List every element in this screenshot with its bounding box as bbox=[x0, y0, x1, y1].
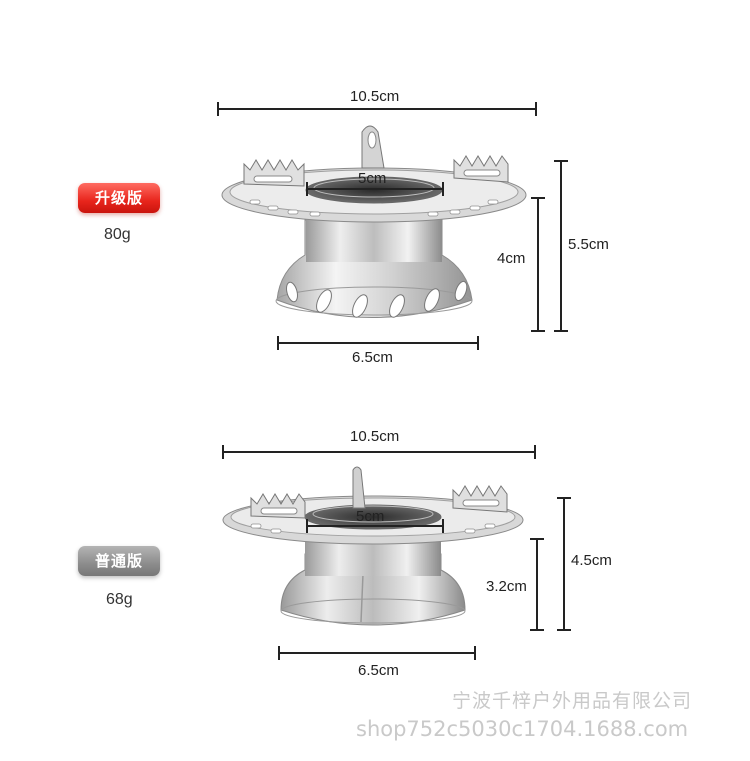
base-height-dimension-line bbox=[530, 538, 544, 631]
standard-version-section: 普通版 68g 10.5cm 4.5cm 3.2cm 6.5cm bbox=[0, 380, 750, 680]
url-watermark: shop752c5030c1704.1688.com bbox=[356, 717, 689, 741]
upgrade-stove-image bbox=[221, 125, 527, 318]
base-width-label: 6.5cm bbox=[358, 662, 399, 679]
inner-diameter-label: 5cm bbox=[356, 508, 385, 525]
upgrade-weight: 80g bbox=[104, 226, 131, 243]
inner-diameter-dimension-line bbox=[306, 519, 444, 533]
base-width-label: 6.5cm bbox=[352, 349, 393, 366]
base-height-dimension-line bbox=[531, 197, 545, 332]
total-height-dimension-line bbox=[554, 160, 568, 332]
upgrade-badge: 升级版 bbox=[78, 183, 160, 213]
total-height-label: 5.5cm bbox=[568, 236, 609, 253]
inner-diameter-dimension-line bbox=[306, 182, 444, 196]
company-watermark: 宁波千梓户外用品有限公司 bbox=[452, 690, 693, 712]
base-height-label: 3.2cm bbox=[486, 578, 527, 595]
top-width-dimension-line bbox=[222, 445, 536, 459]
standard-stove-image bbox=[222, 466, 524, 626]
top-width-label: 10.5cm bbox=[350, 88, 400, 105]
standard-badge: 普通版 bbox=[78, 546, 160, 576]
top-width-dimension-line bbox=[217, 102, 537, 116]
base-height-label: 4cm bbox=[497, 250, 526, 267]
standard-weight: 68g bbox=[106, 591, 133, 608]
top-width-label: 10.5cm bbox=[350, 428, 400, 445]
upgrade-version-section: 升级版 80g 10.5cm 5.5cm 4cm 6.5cm bbox=[0, 0, 750, 380]
base-width-dimension-line bbox=[278, 646, 476, 660]
base-width-dimension-line bbox=[277, 336, 479, 350]
total-height-dimension-line bbox=[557, 497, 571, 631]
total-height-label: 4.5cm bbox=[571, 552, 612, 569]
inner-diameter-label: 5cm bbox=[358, 170, 387, 187]
